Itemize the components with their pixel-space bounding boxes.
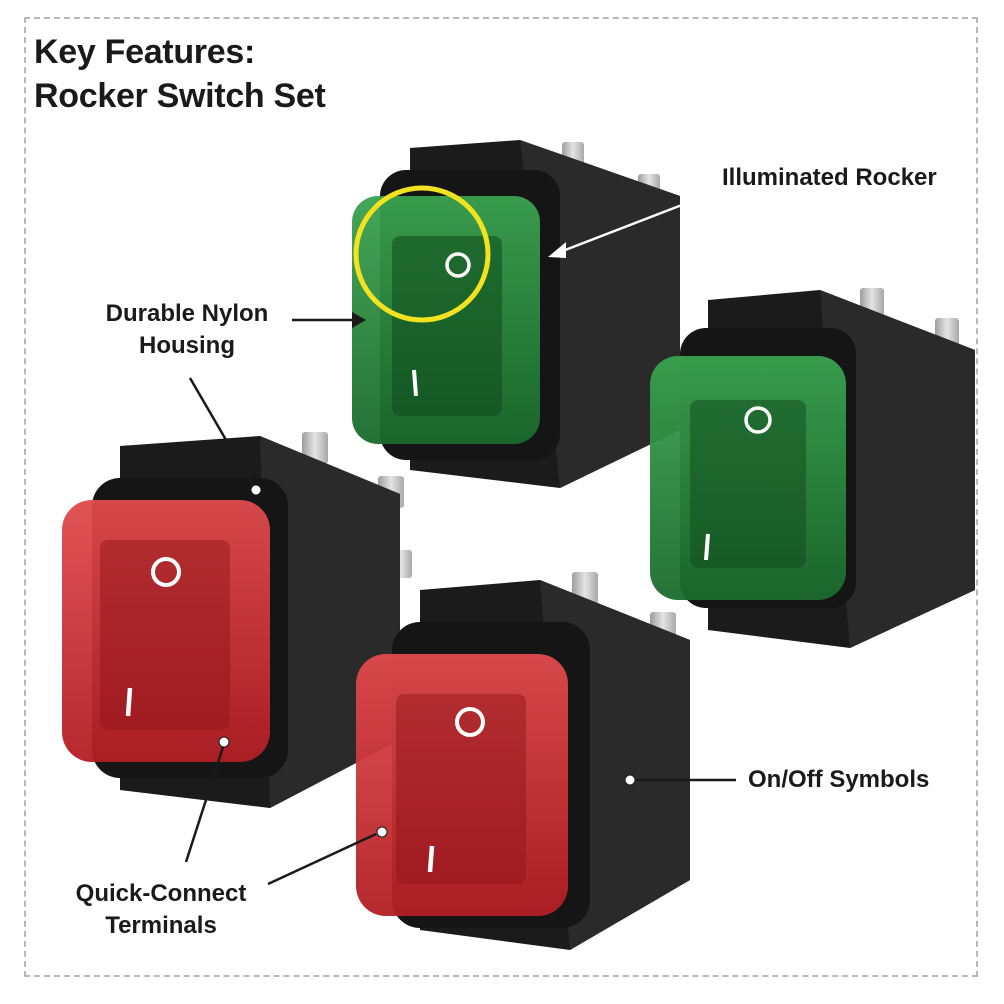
on-symbol-icon bbox=[412, 369, 418, 397]
housing-callout-line-2 bbox=[188, 377, 256, 489]
callout-dot bbox=[376, 826, 388, 838]
off-symbol-icon bbox=[445, 252, 471, 278]
label-on-off-symbols: On/Off Symbols bbox=[748, 766, 930, 793]
terminals-callout-line bbox=[184, 743, 226, 863]
rocker-red bbox=[62, 500, 270, 762]
arrowhead-icon bbox=[352, 312, 366, 328]
title-line-1: Key Features: bbox=[34, 33, 255, 71]
label-housing-line-2: Housing bbox=[139, 332, 235, 359]
arrowhead-icon bbox=[548, 242, 566, 258]
rocker-red bbox=[356, 654, 568, 916]
on-symbol-icon bbox=[427, 845, 435, 873]
rocker-inner-shadow bbox=[396, 694, 526, 884]
callout-dot bbox=[624, 774, 636, 786]
callout-dot bbox=[250, 484, 262, 496]
label-illuminated-rocker: Illuminated Rocker bbox=[722, 164, 937, 191]
dashed-frame bbox=[24, 17, 978, 977]
title-line-2: Rocker Switch Set bbox=[34, 77, 326, 115]
label-terminals-line-2: Terminals bbox=[105, 912, 217, 939]
highlight-ring bbox=[353, 185, 491, 323]
callout-lines bbox=[184, 196, 736, 886]
label-quick-connect-terminals: Quick-Connect Terminals bbox=[56, 878, 266, 942]
terminals-callout-line-2 bbox=[267, 832, 377, 886]
rocker-inner-shadow bbox=[100, 540, 230, 730]
off-symbol-icon bbox=[151, 557, 181, 587]
rocker-inner-shadow bbox=[690, 400, 806, 568]
switch-back-right bbox=[650, 288, 975, 648]
terminal-tab bbox=[302, 432, 328, 464]
label-terminals-line-1: Quick-Connect bbox=[75, 880, 247, 907]
on-symbol-icon bbox=[125, 687, 133, 717]
rocker-inner-shadow bbox=[392, 236, 502, 416]
off-symbol-icon bbox=[744, 406, 772, 434]
on-symbol-icon bbox=[704, 533, 710, 561]
label-durable-nylon-housing: Durable Nylon Housing bbox=[92, 298, 282, 362]
switch-back-left bbox=[352, 140, 680, 488]
illuminated-callout-line bbox=[559, 196, 701, 254]
label-housing-line-1: Durable Nylon bbox=[105, 300, 269, 327]
page-title: Key Features: Rocker Switch Set bbox=[34, 30, 326, 118]
switch-body-side bbox=[820, 290, 975, 648]
off-symbol-icon bbox=[455, 707, 485, 737]
switch-front-right bbox=[356, 572, 690, 950]
callout-dot bbox=[218, 736, 230, 748]
